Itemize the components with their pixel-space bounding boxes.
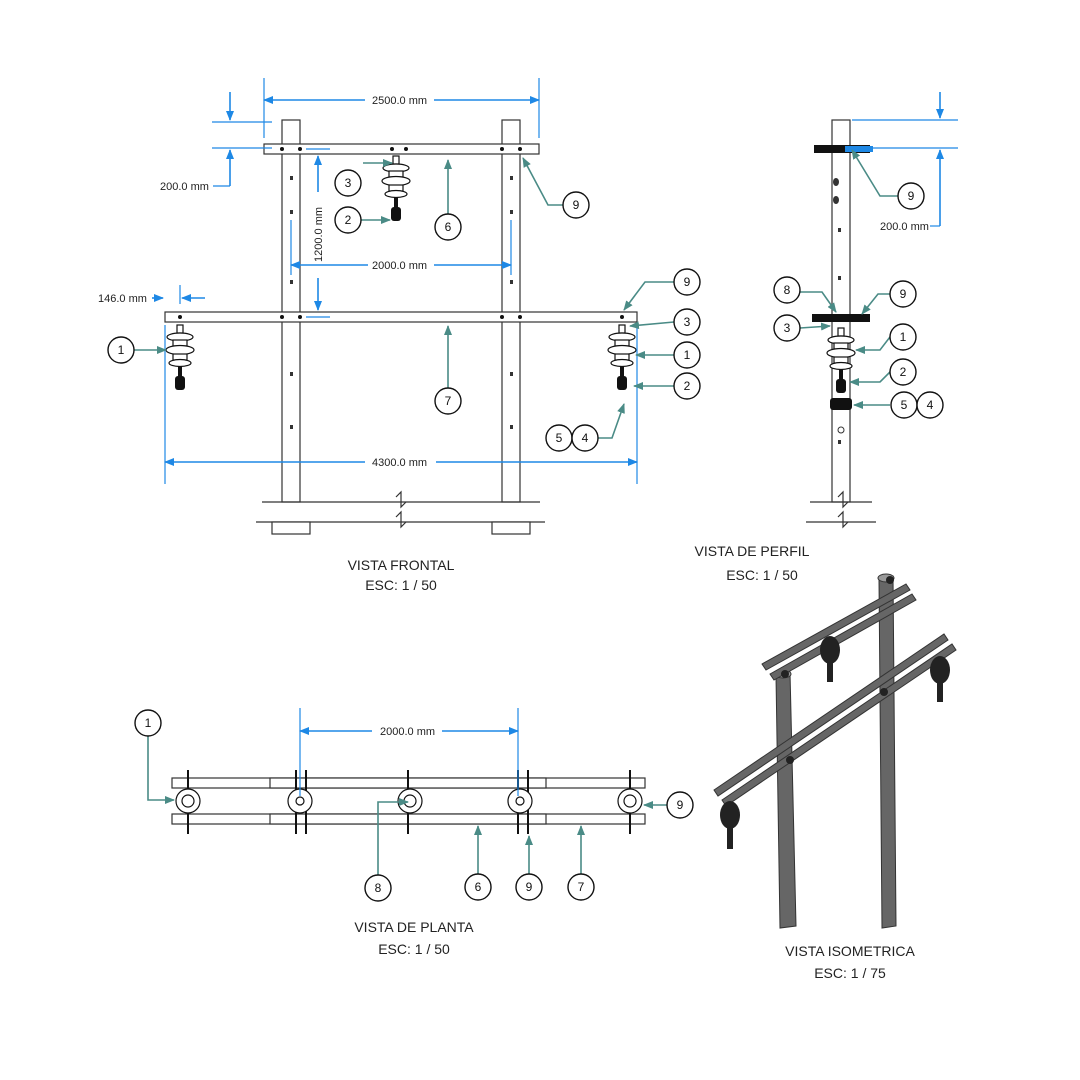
iso-pole-right [878,575,897,929]
callout-plan-1: 1 [145,716,152,730]
front-insulator-left [165,324,195,391]
front-lower-crossarm [164,311,638,323]
callout-side-1: 1 [900,330,907,344]
front-top-crossarm [263,143,540,155]
dim-plan-spacing: 2000.0 mm [380,726,435,738]
callout-side-2: 2 [900,365,907,379]
callout-front-5: 5 [556,431,563,445]
callout-side-4: 4 [927,398,934,412]
plan-view-scale: ESC: 1 / 50 [378,941,450,957]
iso-pole-left [775,671,797,929]
front-view-title: VISTA FRONTAL [348,557,455,573]
dim-vertical-gap: 1200.0 mm [313,207,325,262]
callout-plan-6: 6 [475,880,482,894]
callout-front-9-right: 9 [684,275,691,289]
callout-front-7: 7 [445,394,452,408]
callout-side-9-mid: 9 [900,287,907,301]
callout-side-9-top: 9 [908,189,915,203]
dim-top-offset: 200.0 mm [160,181,209,193]
iso-view-title: VISTA ISOMETRICA [785,943,915,959]
callout-front-1-right: 1 [684,348,691,362]
front-insulator-right [607,324,637,391]
callout-front-4: 4 [582,431,589,445]
callout-plan-8: 8 [375,881,382,895]
callout-front-9-top: 9 [573,198,580,212]
callout-front-1-left: 1 [118,343,125,357]
front-view: 2500.0 mm 200.0 mm 1200.0 mm 2000.0 mm 1… [98,78,701,593]
callout-front-3-right: 3 [684,315,691,329]
isometric-view: VISTA ISOMETRICA ESC: 1 / 75 [713,573,957,981]
callout-front-2-right: 2 [684,379,691,393]
callout-front-3-top: 3 [345,176,352,190]
side-view: 200.0 mm 9 8 9 3 1 2 5 4 VISTA DE PERFIL… [695,92,958,583]
callout-side-8: 8 [784,283,791,297]
callout-plan-9-bottom: 9 [526,880,533,894]
callout-plan-9-right: 9 [677,798,684,812]
dim-overhang: 146.0 mm [98,293,147,305]
side-view-title: VISTA DE PERFIL [695,543,810,559]
dim-top-width: 2500.0 mm [372,95,427,107]
side-view-scale: ESC: 1 / 50 [726,567,798,583]
front-insulator-top [381,155,411,222]
dim-lower-width: 4300.0 mm [372,457,427,469]
plan-view: 2000.0 mm 1 8 6 9 7 9 VISTA DE PLANTA ES… [134,708,694,957]
dim-side-offset: 200.0 mm [880,221,929,233]
front-view-scale: ESC: 1 / 50 [365,577,437,593]
dim-pole-spacing: 2000.0 mm [372,260,427,272]
callout-plan-7: 7 [578,880,585,894]
callout-front-6: 6 [445,220,452,234]
iso-view-scale: ESC: 1 / 75 [814,965,886,981]
callout-front-2-top: 2 [345,213,352,227]
plan-view-title: VISTA DE PLANTA [354,919,474,935]
callout-side-3: 3 [784,321,791,335]
callout-side-5: 5 [901,398,908,412]
